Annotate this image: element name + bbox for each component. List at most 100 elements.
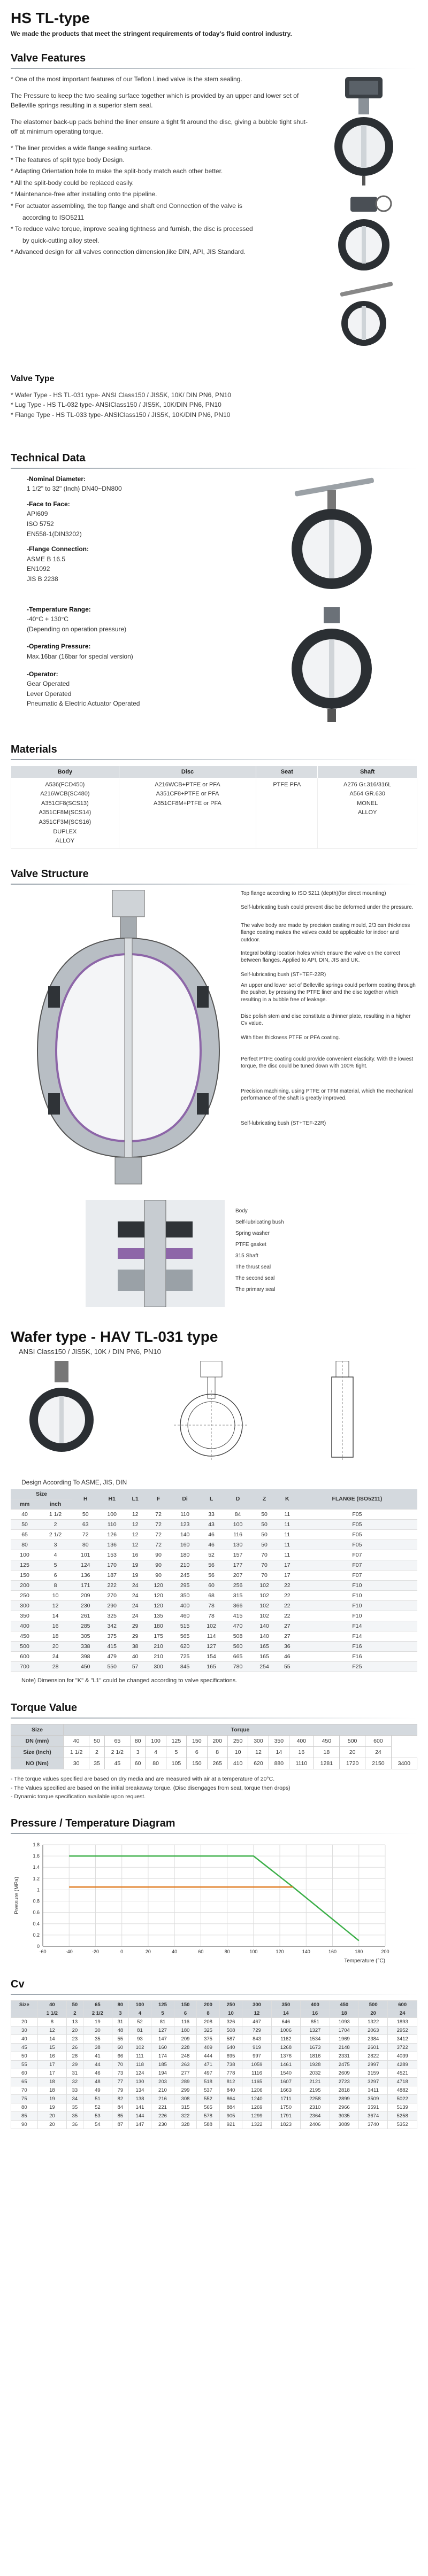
feature-item: * The liner provides a wide flange seali…	[11, 144, 152, 152]
table-cell: 187	[98, 1570, 125, 1581]
spec-value: Lever Operated	[27, 690, 72, 698]
table-cell: 444	[196, 2052, 220, 2061]
table-header: L1	[125, 1489, 146, 1510]
table-cell: 375	[196, 2035, 220, 2044]
table-cell: 8	[37, 2017, 67, 2027]
table-cell: 70	[11, 2086, 38, 2095]
spec-value: API609	[27, 510, 48, 518]
table-header: 200	[196, 2000, 220, 2010]
table-cell: 22	[277, 1580, 297, 1591]
feature-item: * Adapting Orientation hole to make the …	[11, 167, 223, 175]
table-header: 3	[112, 2009, 129, 2018]
table-cell: 3412	[387, 2035, 417, 2044]
table-cell: 80	[11, 1540, 39, 1550]
table-cell: F05	[296, 1509, 417, 1520]
table-cell: 2822	[358, 2052, 388, 2061]
table-cell: 2 1/2	[39, 1529, 73, 1540]
table-cell: 1607	[271, 2077, 301, 2087]
feature-item: * To reduce valve torque, improve sealin…	[11, 225, 253, 233]
table-cell: 30	[63, 1757, 90, 1769]
table-cell: 578	[196, 2111, 220, 2121]
table-cell: 17	[37, 2060, 67, 2070]
table-cell: 18	[37, 2086, 67, 2095]
table-header: 2	[66, 2009, 83, 2018]
table-cell: 51	[82, 2094, 113, 2104]
table-cell: 200	[207, 1735, 228, 1747]
table-cell: 203	[151, 2077, 174, 2087]
table-cell: 209	[173, 2035, 197, 2044]
table-cell: 56	[198, 1570, 225, 1581]
table-cell: F16	[296, 1641, 417, 1652]
table-cell: 2150	[365, 1757, 392, 1769]
table-cell: 3	[129, 1746, 146, 1758]
table-cell: 66	[112, 2052, 129, 2061]
row-header: Size (Inch)	[11, 1746, 64, 1758]
table-header: 500	[358, 2000, 388, 2010]
x-tick-label: 160	[328, 1949, 337, 1954]
table-cell: 778	[219, 2069, 243, 2078]
table-cell: 15	[37, 2043, 67, 2053]
wafer-side-drawing	[331, 1360, 354, 1460]
table-cell: 84	[112, 2103, 129, 2113]
table-cell: 40	[125, 1651, 146, 1662]
row-header	[11, 2009, 38, 2018]
table-cell: 1823	[271, 2120, 301, 2130]
table-cell: 221	[151, 2103, 174, 2113]
table-cell: 600	[365, 1735, 392, 1747]
spec-label: -Face to Face:	[27, 500, 70, 508]
table-cell: 2997	[358, 2060, 388, 2070]
table-cell: 174	[151, 2052, 174, 2061]
table-cell: 102	[251, 1600, 278, 1611]
part-label: 315 Shaft	[235, 1252, 258, 1259]
table-cell: 105	[165, 1757, 187, 1769]
table-cell: 29	[66, 2060, 83, 2070]
table-cell: 160	[151, 2043, 174, 2053]
table-cell: 125	[11, 1560, 39, 1571]
spec-value: ASME B 16.5	[27, 555, 66, 563]
table-cell: 3089	[329, 2120, 359, 2130]
table-cell: 210	[145, 1651, 172, 1662]
table-cell: 1540	[271, 2069, 301, 2078]
table-cell: 295	[171, 1580, 198, 1591]
table-cell: 1059	[242, 2060, 272, 2070]
table-cell: 1269	[242, 2103, 272, 2113]
table-cell: F10	[296, 1590, 417, 1601]
table-cell: 141	[128, 2103, 152, 2113]
table-cell: 28	[66, 2052, 83, 2061]
table-cell: 50	[251, 1540, 278, 1550]
table-cell: F14	[296, 1621, 417, 1631]
row-header: NO (Nm)	[11, 1757, 64, 1769]
table-cell: 12	[125, 1540, 146, 1550]
table-cell: 315	[224, 1590, 251, 1601]
chart-title: Pressure / Temperature Diagram	[11, 1817, 175, 1830]
table-cell: 265	[207, 1757, 228, 1769]
table-cell: 325	[196, 2026, 220, 2036]
table-cell: 1110	[289, 1757, 314, 1769]
table-cell: 100	[224, 1519, 251, 1530]
table-cell: 400	[289, 1735, 314, 1747]
table-cell: 12	[125, 1529, 146, 1540]
table-cell: 400	[171, 1600, 198, 1611]
table-cell: 1006	[271, 2026, 301, 2036]
row-header: DN (mm)	[11, 1735, 64, 1747]
table-cell: 55	[277, 1661, 297, 1672]
table-cell: 1299	[242, 2111, 272, 2121]
table-cell: 14	[268, 1746, 290, 1758]
table-cell: 35	[82, 2035, 113, 2044]
table-cell: 1663	[271, 2086, 301, 2095]
feature-paragraph: The Pressure to keep the two sealing sur…	[11, 91, 299, 110]
feature-item: * Maintenance-free after installing onto…	[11, 190, 157, 198]
table-cell: 50	[251, 1529, 278, 1540]
y-tick-label: 0.8	[33, 1899, 40, 1904]
table-cell: 1281	[313, 1757, 340, 1769]
valve-photos	[310, 74, 417, 351]
table-cell: 1268	[271, 2043, 301, 2053]
table-cell: 2063	[358, 2026, 388, 2036]
table-cell: 415	[98, 1641, 125, 1652]
